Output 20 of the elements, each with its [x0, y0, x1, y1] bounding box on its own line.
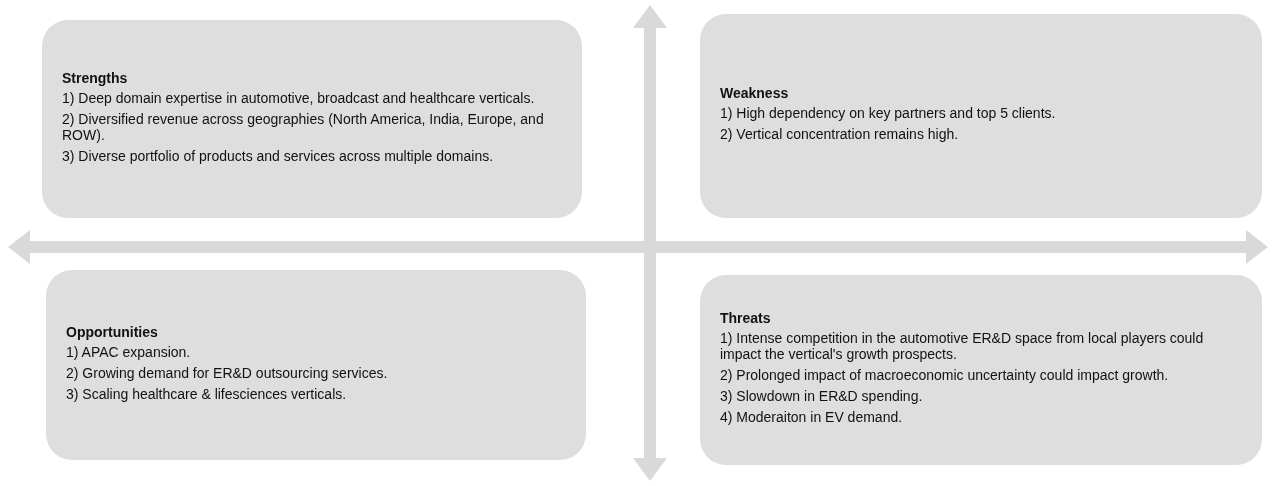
- swot-quadrant-card: [700, 275, 1262, 465]
- quadrant-heading: Opportunities: [66, 323, 159, 340]
- swot-quadrant-card: [46, 270, 586, 460]
- quadrant-heading: Threats: [720, 310, 772, 326]
- list-item: 1) Deep domain expertise in automotive, broadcast and healthcare verticals.: [62, 89, 536, 106]
- list-item: 1) Intense competition in the automotive ER&D space from local players could impact the vertical's growth prospects.: [720, 330, 1205, 362]
- list-item: 4) Moderaiton in EV demand.: [720, 409, 904, 425]
- list-item: 2) Prolonged impact of macroeconomic uncertainty could impact growth.: [720, 367, 1170, 383]
- quadrant-heading: Strengths: [62, 69, 129, 86]
- list-item: 2) Growing demand for ER&D outsourcing services.: [66, 364, 389, 381]
- list-item: 3) Diverse portfolio of products and services across multiple domains.: [62, 147, 495, 164]
- list-item: 1) High dependency on key partners and top 5 clients.: [720, 105, 1057, 121]
- list-item: 2) Vertical concentration remains high.: [720, 126, 960, 142]
- list-item: 3) Slowdown in ER&D spending.: [720, 388, 924, 404]
- list-item: 1) APAC expansion.: [66, 343, 192, 360]
- list-item: 2) Diversified revenue across geographies (North America, India, Europe, and ROW).: [62, 110, 545, 143]
- quadrant-heading: Weakness: [720, 85, 790, 101]
- swot-quadrant-card: [42, 20, 582, 218]
- list-item: 3) Scaling healthcare & lifesciences verticals.: [66, 385, 348, 402]
- swot-quadrant-card: [700, 14, 1262, 218]
